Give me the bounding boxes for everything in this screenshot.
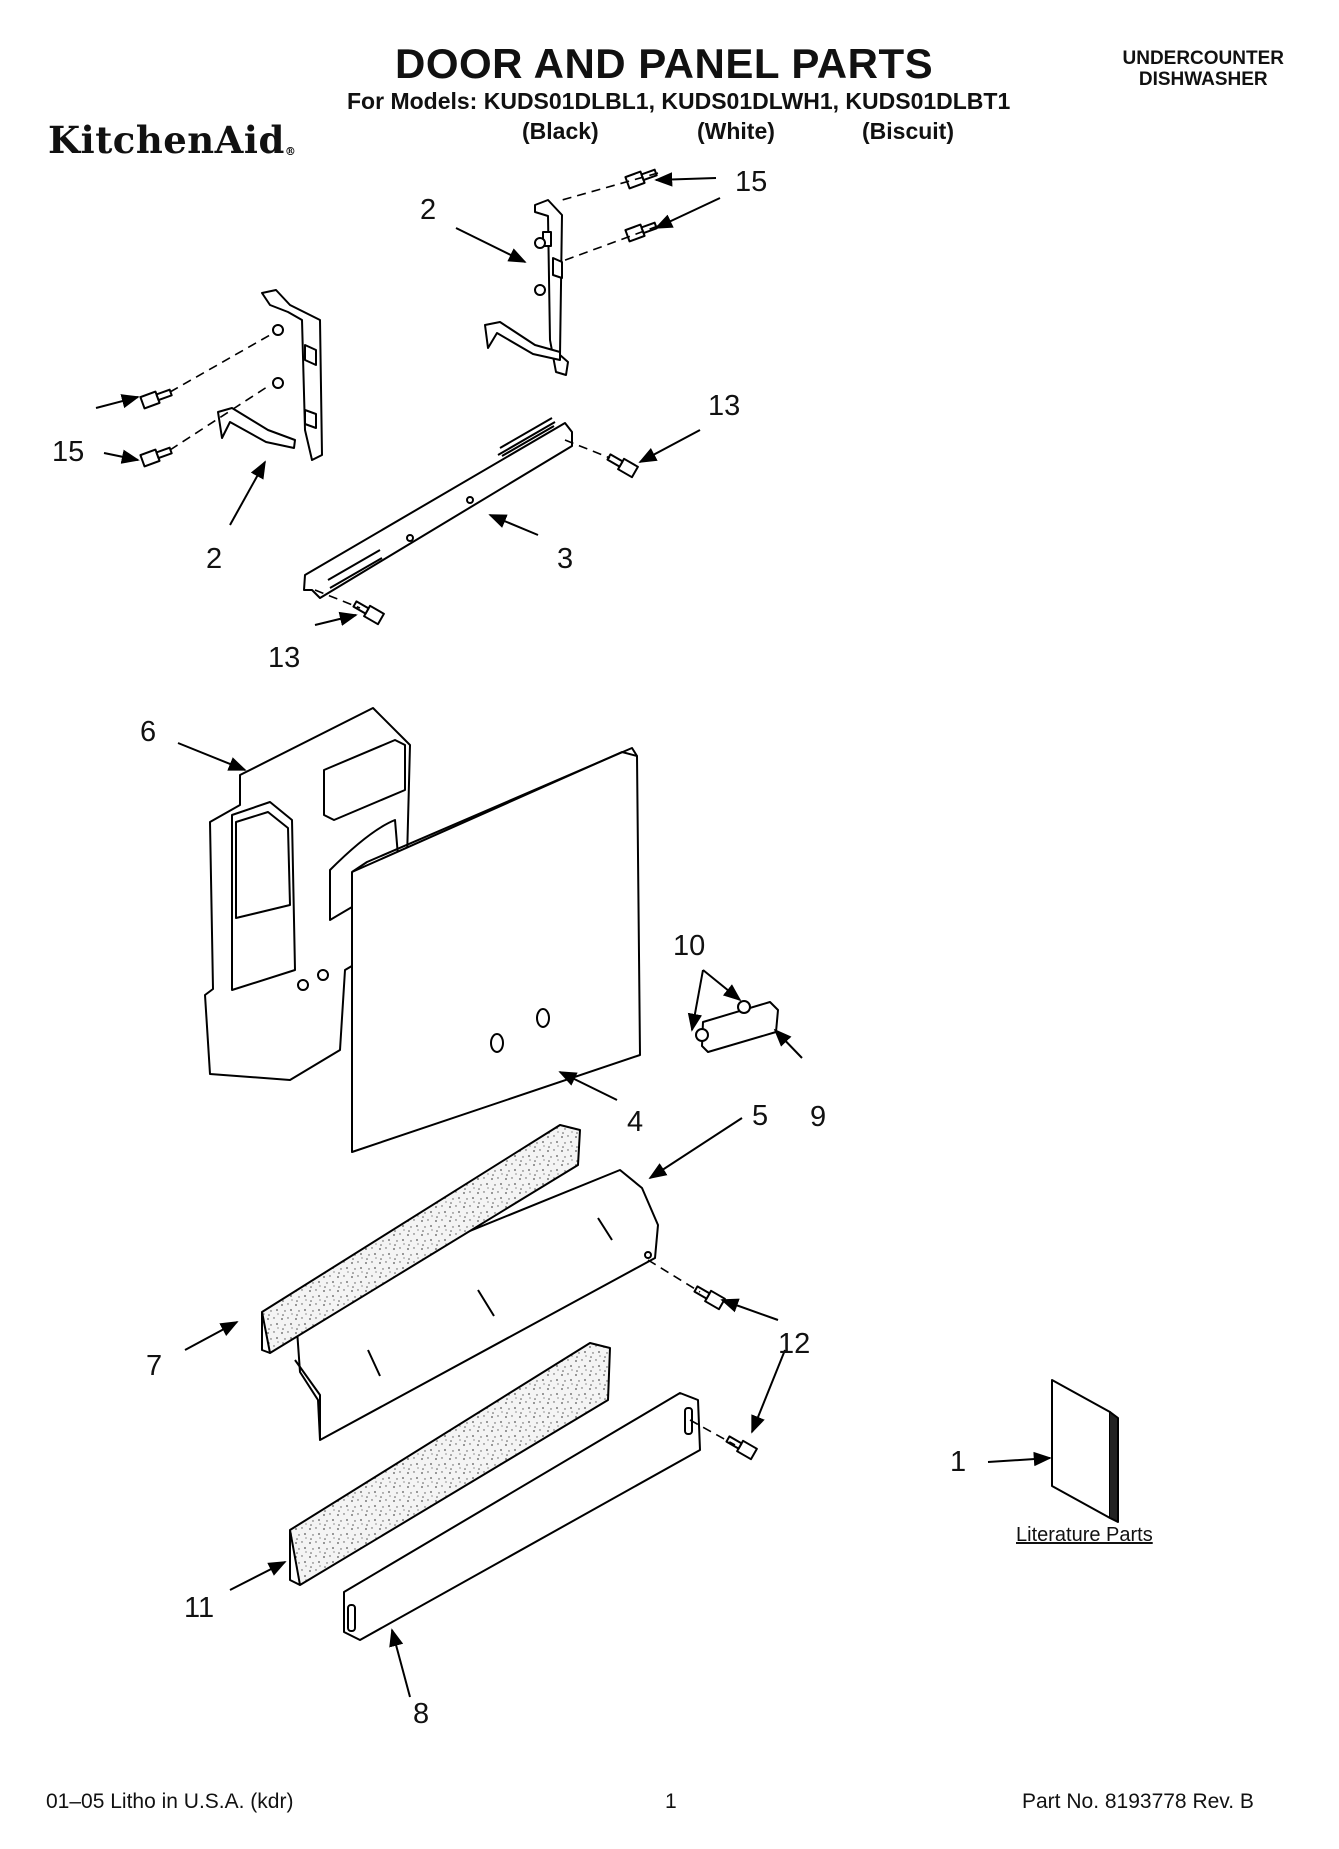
- category-line-2: DISHWASHER: [1138, 69, 1268, 90]
- callout-4: 4: [627, 1106, 644, 1138]
- page-title: DOOR AND PANEL PARTS: [395, 40, 934, 87]
- callout-13-top: 13: [708, 390, 741, 422]
- callout-11: 11: [184, 1592, 215, 1624]
- footer-part-number: Part No. 8193778 Rev. B: [1022, 1790, 1254, 1813]
- category-label: UNDERCOUNTER DISHWASHER: [1123, 48, 1285, 90]
- callout-2-top: 2: [420, 194, 437, 226]
- kick-plate: [343, 1392, 701, 1641]
- callout-9: 9: [810, 1101, 827, 1133]
- foam-insulation-lower: [289, 1342, 611, 1586]
- callout-8: 8: [413, 1698, 430, 1730]
- models-line: For Models: KUDS01DLBL1, KUDS01DLWH1, KU…: [347, 88, 1011, 114]
- footer-page-number: 1: [665, 1790, 677, 1813]
- callout-1: 1: [950, 1446, 967, 1478]
- callout-15-top: 15: [735, 166, 768, 198]
- brand-logo-text: KitchenAid: [48, 118, 285, 162]
- literature-parts-label: Literature Parts: [1016, 1524, 1153, 1546]
- toe-panel-bracket: [294, 1169, 659, 1441]
- callout-2-left: 2: [206, 543, 223, 575]
- literature-booklet: [1051, 1379, 1119, 1523]
- callout-10: 10: [673, 930, 706, 962]
- screws: [139, 168, 758, 1461]
- inner-door-panel: [204, 707, 411, 1081]
- callout-15-left: 15: [52, 436, 85, 468]
- brand-logo: KitchenAid®: [48, 118, 297, 162]
- outer-door-panel: [351, 747, 641, 1153]
- foam-insulation-upper: [261, 1124, 581, 1354]
- support-rail: [303, 417, 573, 599]
- variant-black: (Black): [522, 118, 599, 144]
- hinge-bracket-lower: [217, 289, 323, 461]
- callout-6: 6: [140, 716, 157, 748]
- callout-12: 12: [778, 1328, 811, 1360]
- variant-white: (White): [697, 118, 775, 144]
- category-line-1: UNDERCOUNTER: [1122, 48, 1285, 69]
- footer-litho: 01–05 Litho in U.S.A. (kdr): [46, 1790, 294, 1813]
- hinge-bracket-upper: [484, 199, 569, 376]
- callout-3: 3: [557, 543, 574, 575]
- door-handle: [695, 1000, 779, 1053]
- variant-biscuit: (Biscuit): [862, 118, 954, 144]
- callout-7: 7: [146, 1350, 163, 1382]
- callout-5: 5: [752, 1100, 769, 1132]
- alignment-lines: [169, 172, 736, 1446]
- callout-arrows: [95, 172, 1052, 1698]
- callout-13-bottom: 13: [268, 642, 301, 674]
